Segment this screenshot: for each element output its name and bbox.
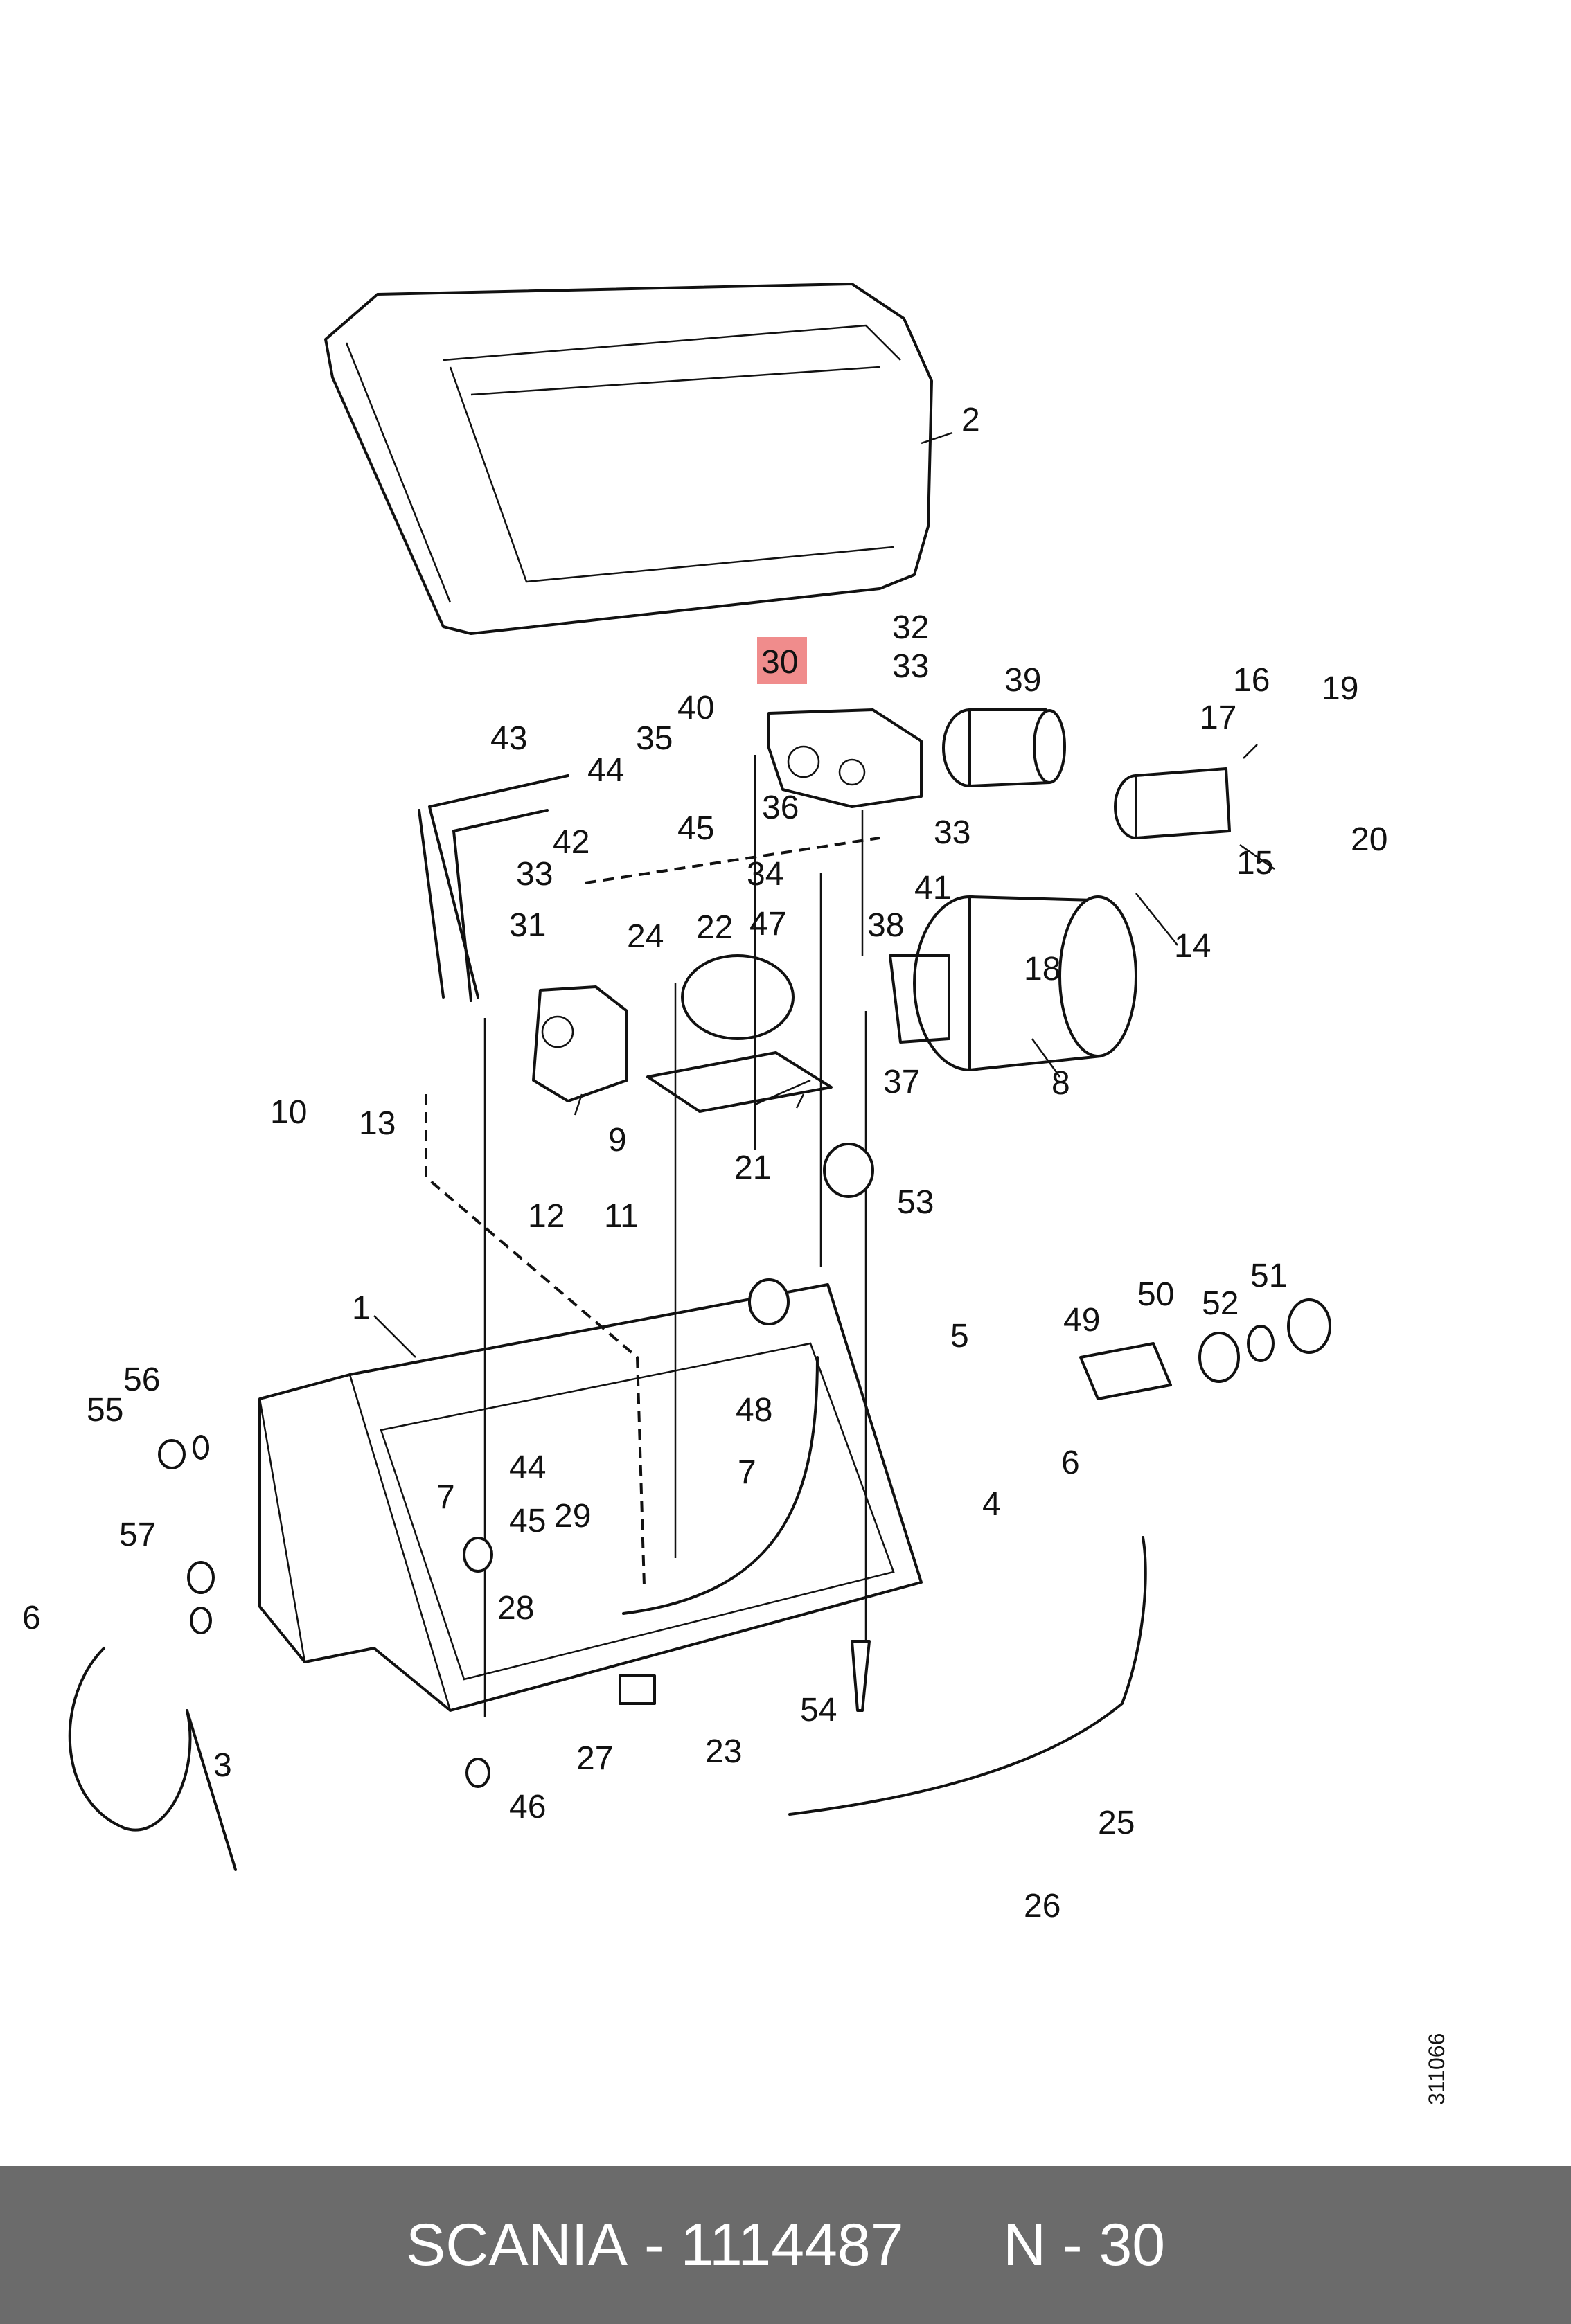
callout-7: 7: [738, 1454, 756, 1491]
callout-45b: 45: [509, 1503, 546, 1539]
callout-24: 24: [627, 918, 664, 955]
callout-34: 34: [747, 856, 783, 893]
callout-13: 13: [359, 1105, 396, 1142]
callout-42: 42: [553, 824, 589, 861]
callout-37: 37: [883, 1064, 920, 1100]
highlight-box: [757, 637, 807, 684]
callout-7b: 7: [436, 1479, 455, 1516]
callout-8: 8: [1051, 1065, 1070, 1102]
callout-46: 46: [509, 1789, 546, 1825]
callout-19: 19: [1322, 670, 1358, 707]
hose-part: [622, 1356, 819, 1615]
callout-2: 2: [961, 402, 980, 438]
callout-16: 16: [1233, 662, 1270, 699]
callout-10: 10: [270, 1094, 307, 1131]
callout-35: 35: [636, 720, 673, 757]
callout-39: 39: [1004, 662, 1041, 699]
footer-part-number: 1114487: [680, 2211, 904, 2278]
callout-26: 26: [1024, 1888, 1060, 1924]
callout-labels: 30 2 32 33 39 40 35 43 44 36 45 42 33 16…: [22, 402, 1387, 1924]
callout-28: 28: [497, 1590, 534, 1627]
footer-brand: SCANIA: [405, 2211, 628, 2278]
exploded-parts-diagram: 30 2 32 33 39 40 35 43 44 36 45 42 33 16…: [22, 283, 1387, 1924]
callout-38: 38: [867, 907, 904, 944]
callout-52: 52: [1202, 1285, 1239, 1322]
callout-50: 50: [1137, 1276, 1174, 1313]
callout-44b: 44: [509, 1449, 546, 1486]
callout-57: 57: [119, 1517, 156, 1553]
callout-30: 30: [761, 644, 798, 681]
callout-25: 25: [1098, 1805, 1135, 1841]
callout-40: 40: [677, 690, 714, 726]
callout-5: 5: [950, 1318, 969, 1355]
callout-33c: 33: [516, 856, 553, 893]
callout-4: 4: [982, 1486, 1001, 1523]
callout-31: 31: [509, 907, 546, 944]
callout-23: 23: [705, 1733, 742, 1770]
callout-51: 51: [1250, 1258, 1287, 1294]
heater-housing-part: [258, 1283, 923, 1712]
strap-part: [68, 1647, 237, 1871]
solenoid-part: [1114, 767, 1231, 839]
fuel-filter-part: [1079, 1298, 1331, 1400]
callout-33b: 33: [934, 814, 970, 851]
heater-cover-part: [324, 283, 933, 635]
callout-14: 14: [1174, 928, 1211, 965]
callout-33: 33: [892, 648, 929, 685]
valve-block-part: [767, 708, 923, 808]
callout-15: 15: [1236, 845, 1273, 882]
callout-20: 20: [1351, 821, 1387, 858]
callout-9: 9: [608, 1122, 627, 1159]
callout-1: 1: [352, 1290, 371, 1327]
callout-56: 56: [123, 1361, 160, 1398]
footer-position: N - 30: [1002, 2211, 1166, 2278]
callout-27: 27: [576, 1740, 613, 1777]
callout-53: 53: [897, 1184, 934, 1221]
callout-leaders: [373, 431, 1275, 1358]
callout-6b: 6: [22, 1600, 41, 1636]
footer-bar: SCANIA - 1114487 N - 30: [0, 2166, 1571, 2324]
callout-18: 18: [1024, 951, 1060, 987]
callout-54: 54: [800, 1692, 837, 1728]
callout-11: 11: [604, 1198, 639, 1235]
mounting-bracket-part: [646, 954, 833, 1113]
small-motor-part: [942, 708, 1066, 787]
footer-separator: -: [644, 2211, 664, 2278]
wiring-harness-part: [788, 1536, 1147, 1816]
callout-55: 55: [87, 1392, 123, 1429]
drawing-number: 311066: [1424, 2032, 1449, 2105]
callout-48: 48: [736, 1392, 772, 1429]
electric-motor-part: [889, 895, 1137, 1071]
pump-body-part: [532, 985, 628, 1102]
callout-6: 6: [1061, 1445, 1080, 1481]
callout-3: 3: [213, 1747, 232, 1784]
callout-41: 41: [914, 870, 951, 906]
fuel-pipe-part: [418, 774, 569, 1002]
callout-29: 29: [554, 1498, 591, 1535]
callout-22: 22: [696, 909, 733, 946]
callout-49: 49: [1063, 1302, 1100, 1339]
callout-36: 36: [762, 789, 799, 826]
callout-32: 32: [892, 609, 929, 646]
callout-45: 45: [677, 810, 714, 847]
callout-44: 44: [587, 752, 624, 789]
assembly-lines: [425, 755, 880, 1717]
callout-17: 17: [1200, 699, 1236, 736]
callout-47: 47: [749, 906, 786, 942]
callout-21: 21: [734, 1150, 771, 1186]
callout-12: 12: [528, 1198, 565, 1235]
callout-43: 43: [490, 720, 527, 757]
fastener-parts: [158, 1143, 874, 1788]
